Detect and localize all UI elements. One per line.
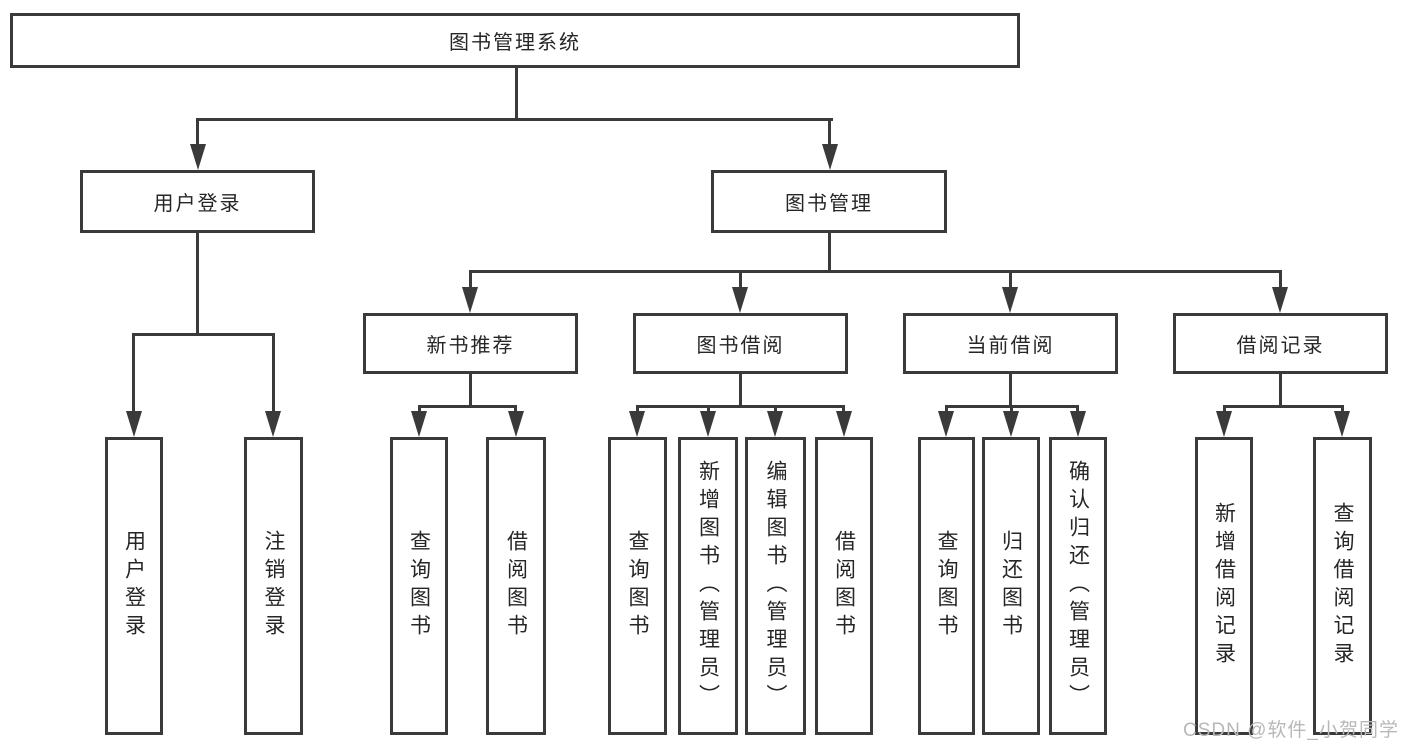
arrow-down-icon <box>836 411 852 437</box>
connector-vline <box>1223 405 1226 414</box>
connector-vline <box>739 374 742 407</box>
leaf-query-books-borrow: 查询图书 <box>608 437 667 735</box>
connector-vline <box>1009 374 1012 407</box>
connector-hline <box>469 270 1282 273</box>
connector-vline <box>272 333 275 413</box>
leaf-query-books-current: 查询图书 <box>918 437 975 735</box>
connector-vline <box>945 405 948 414</box>
leaf-confirm-return-admin: 确认归还（管理员） <box>1049 437 1107 735</box>
arrow-down-icon <box>629 411 645 437</box>
connector-vline <box>1010 405 1013 414</box>
node-label: 归还图书 <box>999 530 1023 642</box>
node-book-borrowing: 图书借阅 <box>633 313 848 374</box>
node-label: 编辑图书（管理员） <box>764 460 787 712</box>
connector-vline <box>707 405 710 414</box>
arrow-down-icon <box>1070 411 1086 437</box>
connector-vline <box>514 405 517 414</box>
connector-vline <box>1341 405 1344 414</box>
node-label: 新增借阅记录 <box>1212 502 1236 670</box>
leaf-add-books-admin: 新增图书（管理员） <box>678 437 738 735</box>
arrow-down-icon <box>1272 287 1288 313</box>
connector-vline <box>1279 374 1282 407</box>
node-label: 图书借阅 <box>696 335 785 357</box>
node-label: 新书推荐 <box>426 335 515 357</box>
leaf-add-borrow-record: 新增借阅记录 <box>1195 437 1253 735</box>
leaf-query-books-recommend: 查询图书 <box>390 437 448 735</box>
connector-hline <box>418 405 517 408</box>
node-label: 借阅图书 <box>504 530 528 642</box>
node-label: 当前借阅 <box>966 335 1055 357</box>
node-current-borrowing: 当前借阅 <box>903 313 1118 374</box>
arrow-down-icon <box>732 287 748 313</box>
leaf-user-login: 用户登录 <box>105 437 163 735</box>
connector-hline <box>196 118 833 121</box>
leaf-return-books: 归还图书 <box>982 437 1040 735</box>
connector-vline <box>469 374 472 407</box>
connector-vline <box>469 270 472 290</box>
connector-vline <box>828 233 831 272</box>
node-user-login: 用户登录 <box>80 170 315 233</box>
arrow-down-icon <box>411 411 427 437</box>
csdn-watermark: CSDN @软件_小贺同学 <box>1183 720 1399 741</box>
node-label: 注销登录 <box>262 530 285 642</box>
arrow-down-icon <box>1216 411 1232 437</box>
leaf-borrow-books-recommend: 借阅图书 <box>486 437 546 735</box>
connector-vline <box>1009 270 1012 290</box>
node-label: 查询图书 <box>407 530 431 642</box>
connector-vline <box>1279 270 1282 290</box>
node-library-management-system: 图书管理系统 <box>10 13 1020 68</box>
leaf-query-borrow-record: 查询借阅记录 <box>1313 437 1372 735</box>
connector-vline <box>418 405 421 414</box>
node-label: 借阅记录 <box>1236 335 1325 357</box>
connector-vline <box>842 405 845 414</box>
connector-vline <box>196 233 199 335</box>
connector-hline <box>132 333 275 336</box>
arrow-down-icon <box>126 411 142 437</box>
node-label: 查询借阅记录 <box>1331 502 1354 670</box>
node-label: 用户登录 <box>153 193 242 215</box>
connector-hline <box>1223 405 1344 408</box>
node-label: 查询图书 <box>626 530 649 642</box>
arrow-down-icon <box>1334 411 1350 437</box>
arrow-down-icon <box>190 144 206 170</box>
connector-vline <box>132 333 135 413</box>
connector-vline <box>196 118 199 148</box>
connector-vline <box>828 118 831 148</box>
connector-vline <box>1076 405 1079 414</box>
node-label: 新增图书（管理员） <box>696 460 720 712</box>
node-label: 图书管理 <box>785 193 873 215</box>
arrow-down-icon <box>508 411 524 437</box>
arrow-down-icon <box>265 411 281 437</box>
connector-hline <box>636 405 845 408</box>
node-label: 借阅图书 <box>832 530 856 642</box>
node-label: 图书管理系统 <box>449 32 581 54</box>
node-borrowing-records: 借阅记录 <box>1173 313 1388 374</box>
node-new-book-recommend: 新书推荐 <box>363 313 578 374</box>
leaf-edit-books-admin: 编辑图书（管理员） <box>745 437 806 735</box>
arrow-down-icon <box>767 411 783 437</box>
arrow-down-icon <box>462 287 478 313</box>
node-label: 用户登录 <box>122 530 146 642</box>
arrow-down-icon <box>1003 411 1019 437</box>
node-book-management: 图书管理 <box>711 170 947 233</box>
connector-vline <box>774 405 777 414</box>
node-label: 确认归还（管理员） <box>1066 460 1090 712</box>
connector-vline <box>739 270 742 290</box>
arrow-down-icon <box>700 411 716 437</box>
arrow-down-icon <box>938 411 954 437</box>
leaf-logout: 注销登录 <box>244 437 303 735</box>
leaf-borrow-books: 借阅图书 <box>815 437 873 735</box>
connector-vline <box>636 405 639 414</box>
connector-vline <box>515 68 518 120</box>
node-label: 查询图书 <box>935 530 958 642</box>
arrow-down-icon <box>1002 287 1018 313</box>
arrow-down-icon <box>822 144 838 170</box>
